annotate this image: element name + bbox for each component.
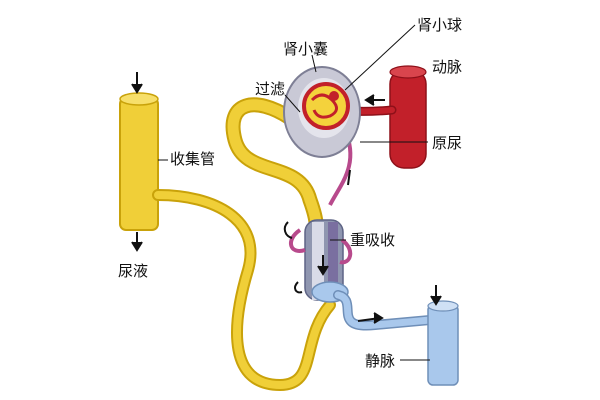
arrow-curl-bottom [294,281,303,294]
label-collecting-duct: 收集管 [170,150,216,168]
label-filtration: 过滤 [255,80,286,98]
collecting-duct [119,92,159,231]
arrow-curl-left [283,221,293,239]
label-primary-urine: 原尿 [432,134,463,152]
loop-of-henle [289,219,353,303]
artery [389,65,427,169]
arrow-capillary-down [347,169,351,186]
leader-lines [158,24,430,361]
label-glomerulus: 肾小球 [417,16,463,34]
label-urine: 尿液 [118,262,149,280]
glomerulus [302,82,350,130]
label-artery: 动脉 [432,58,463,76]
vein [427,300,459,386]
label-vein: 静脉 [365,352,396,370]
flow-arrows [131,72,442,324]
label-reabsorption: 重吸收 [350,231,396,249]
label-bowman-capsule: 肾小囊 [283,40,329,58]
